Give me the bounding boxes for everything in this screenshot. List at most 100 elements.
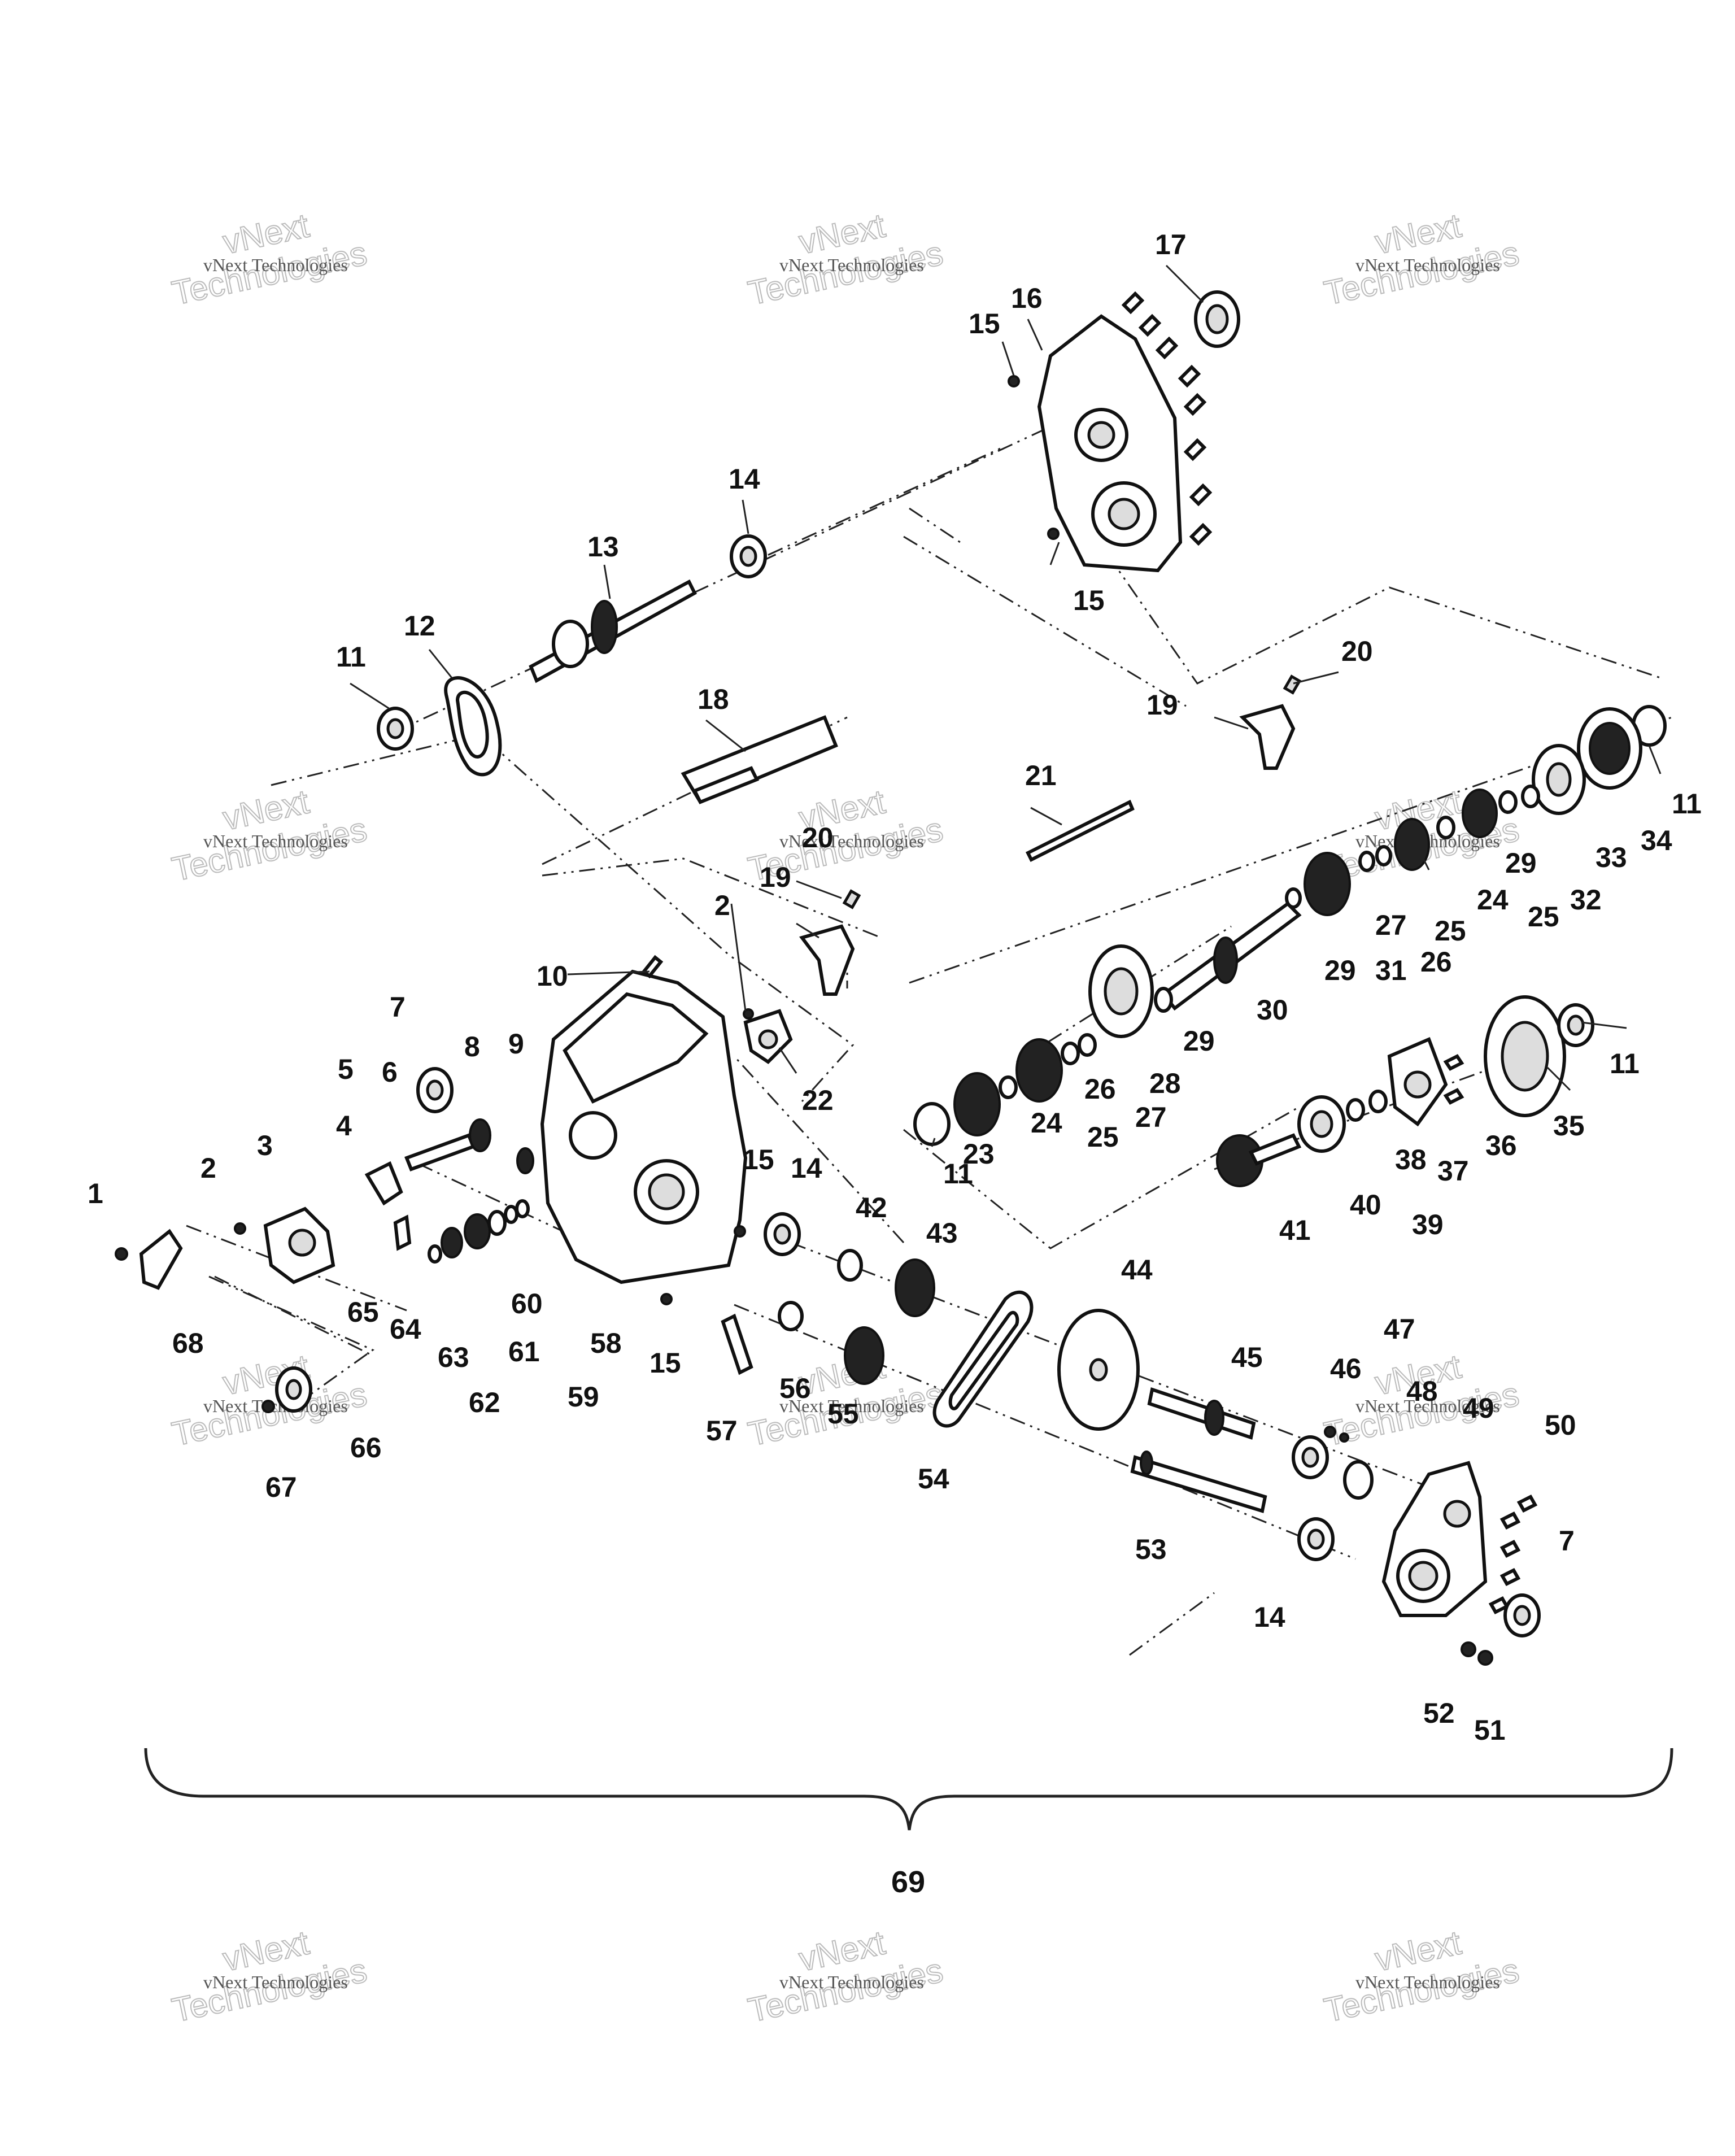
cover-bolts-50 — [1488, 1495, 1538, 1614]
callout-52: 52 — [1423, 1697, 1455, 1729]
ring-gear-35 — [1484, 995, 1566, 1117]
shift-rail-21 — [1025, 799, 1135, 863]
watermark-mid-left: vNext Technologies vNext Technologies — [168, 782, 371, 888]
pin-47 — [1339, 1432, 1349, 1443]
callout-50: 50 — [1545, 1409, 1576, 1441]
cover-bolts — [1121, 291, 1213, 546]
watermark-top-right: vNext Technologies vNext Technologies — [1320, 206, 1523, 312]
vent-10 — [641, 955, 664, 979]
bearing-retainer-37 — [1387, 1037, 1448, 1127]
sender-57 — [721, 1313, 753, 1375]
svg-text:vNext Technologies: vNext Technologies — [1355, 1396, 1500, 1416]
callout-22: 22 — [802, 1084, 834, 1116]
callout-14: 14 — [1254, 1601, 1285, 1633]
callout-61: 61 — [508, 1336, 540, 1367]
drive-chain-54 — [932, 1290, 1034, 1428]
seal-17 — [1194, 290, 1240, 348]
callout-62: 62 — [469, 1387, 500, 1418]
callout-26: 26 — [1084, 1073, 1116, 1105]
washer-39 — [1346, 1098, 1365, 1122]
callout-2: 2 — [714, 890, 730, 921]
callout-28: 28 — [1149, 1068, 1181, 1099]
callout-7: 7 — [1559, 1525, 1575, 1557]
watermark-bottom-right: vNext Technologies vNext Technologies — [1320, 1923, 1523, 2029]
pin-46 — [1324, 1426, 1336, 1438]
callout-38: 38 — [1395, 1144, 1427, 1175]
callout-29: 29 — [1183, 1025, 1215, 1057]
bolt-51 — [1477, 1650, 1493, 1666]
cover-plate-3 — [263, 1207, 335, 1284]
bearing-14-lower — [764, 1212, 801, 1256]
watermark-top-center: vNext Technologies vNext Technologies — [744, 206, 947, 312]
callout-29: 29 — [1505, 847, 1537, 879]
sprocket-28 — [1088, 944, 1154, 1038]
callout-17: 17 — [1155, 229, 1187, 260]
seal-7-left — [416, 1067, 454, 1113]
bolt-2-upper — [743, 1008, 754, 1020]
assembly-brace — [144, 1748, 1673, 1831]
callout-6: 6 — [382, 1056, 398, 1088]
watermark-bottom-center: vNext Technologies vNext Technologies — [744, 1923, 947, 2029]
gears-59-64 — [428, 1199, 530, 1264]
callout-45: 45 — [1231, 1341, 1263, 1373]
callout-15: 15 — [743, 1144, 774, 1175]
bearing-14-right-a — [1292, 1435, 1329, 1479]
dowel-15-lower — [660, 1293, 673, 1305]
callout-12: 12 — [404, 610, 435, 642]
callout-18: 18 — [698, 683, 729, 715]
callout-1: 1 — [88, 1178, 103, 1209]
callout-8: 8 — [464, 1031, 480, 1062]
callout-46: 46 — [1330, 1353, 1362, 1384]
assembly-label-69: 69 — [891, 1865, 925, 1899]
washer-38 — [1368, 1090, 1388, 1113]
callout-58: 58 — [590, 1327, 622, 1359]
callout-68: 68 — [172, 1327, 204, 1359]
shift-shaft-18 — [681, 715, 838, 804]
svg-text:vNext Technologies: vNext Technologies — [203, 1396, 348, 1416]
svg-text:vNext Technologies: vNext Technologies — [203, 831, 348, 851]
input-shaft-13 — [529, 579, 697, 683]
watermark-bottom-left: vNext Technologies vNext Technologies — [168, 1923, 371, 2029]
callout-29: 29 — [1324, 955, 1356, 986]
callout-57: 57 — [706, 1415, 738, 1447]
callout-19: 19 — [760, 861, 791, 893]
callout-25: 25 — [1087, 1121, 1119, 1153]
transmission-case-58 — [540, 969, 748, 1284]
nut-52 — [1461, 1641, 1476, 1657]
gear-stack-middle — [913, 1033, 1097, 1146]
callout-11: 11 — [1610, 1048, 1640, 1079]
callout-34: 34 — [1641, 825, 1672, 856]
gear-43 — [895, 1258, 935, 1317]
callout-10: 10 — [537, 960, 568, 992]
callout-64: 64 — [390, 1313, 421, 1345]
shaft-6 — [404, 1133, 476, 1171]
svg-text:vNext Technologies: vNext Technologies — [779, 1972, 924, 1992]
callout-7: 7 — [390, 991, 406, 1023]
callout-67: 67 — [265, 1471, 297, 1503]
callout-27: 27 — [1375, 909, 1407, 941]
pinion-41 — [1216, 1133, 1302, 1187]
drive-chain-12 — [444, 676, 502, 777]
callout-31: 31 — [1375, 955, 1407, 986]
callout-11: 11 — [943, 1158, 973, 1190]
spring-65 — [393, 1214, 412, 1251]
callout-14: 14 — [791, 1152, 822, 1184]
bracket-68 — [139, 1229, 183, 1290]
callout-40: 40 — [1350, 1189, 1381, 1221]
callout-53: 53 — [1135, 1534, 1167, 1565]
nut-1 — [115, 1247, 128, 1261]
callout-48: 48 — [1406, 1375, 1438, 1407]
svg-text:vNext Technologies: vNext Technologies — [779, 1396, 924, 1416]
retainer-bolts-36 — [1443, 1054, 1464, 1105]
callout-65: 65 — [347, 1296, 379, 1328]
phantom-outlines — [208, 507, 1661, 1408]
leader-lines — [350, 264, 1662, 1147]
dowel-15-mid — [734, 1225, 746, 1238]
washer-42 — [837, 1249, 863, 1282]
svg-text:vNext Technologies: vNext Technologies — [779, 831, 924, 851]
callout-14: 14 — [729, 463, 760, 495]
callout-24: 24 — [1477, 884, 1509, 916]
bushing-56 — [778, 1301, 804, 1331]
callout-16: 16 — [1011, 282, 1043, 314]
